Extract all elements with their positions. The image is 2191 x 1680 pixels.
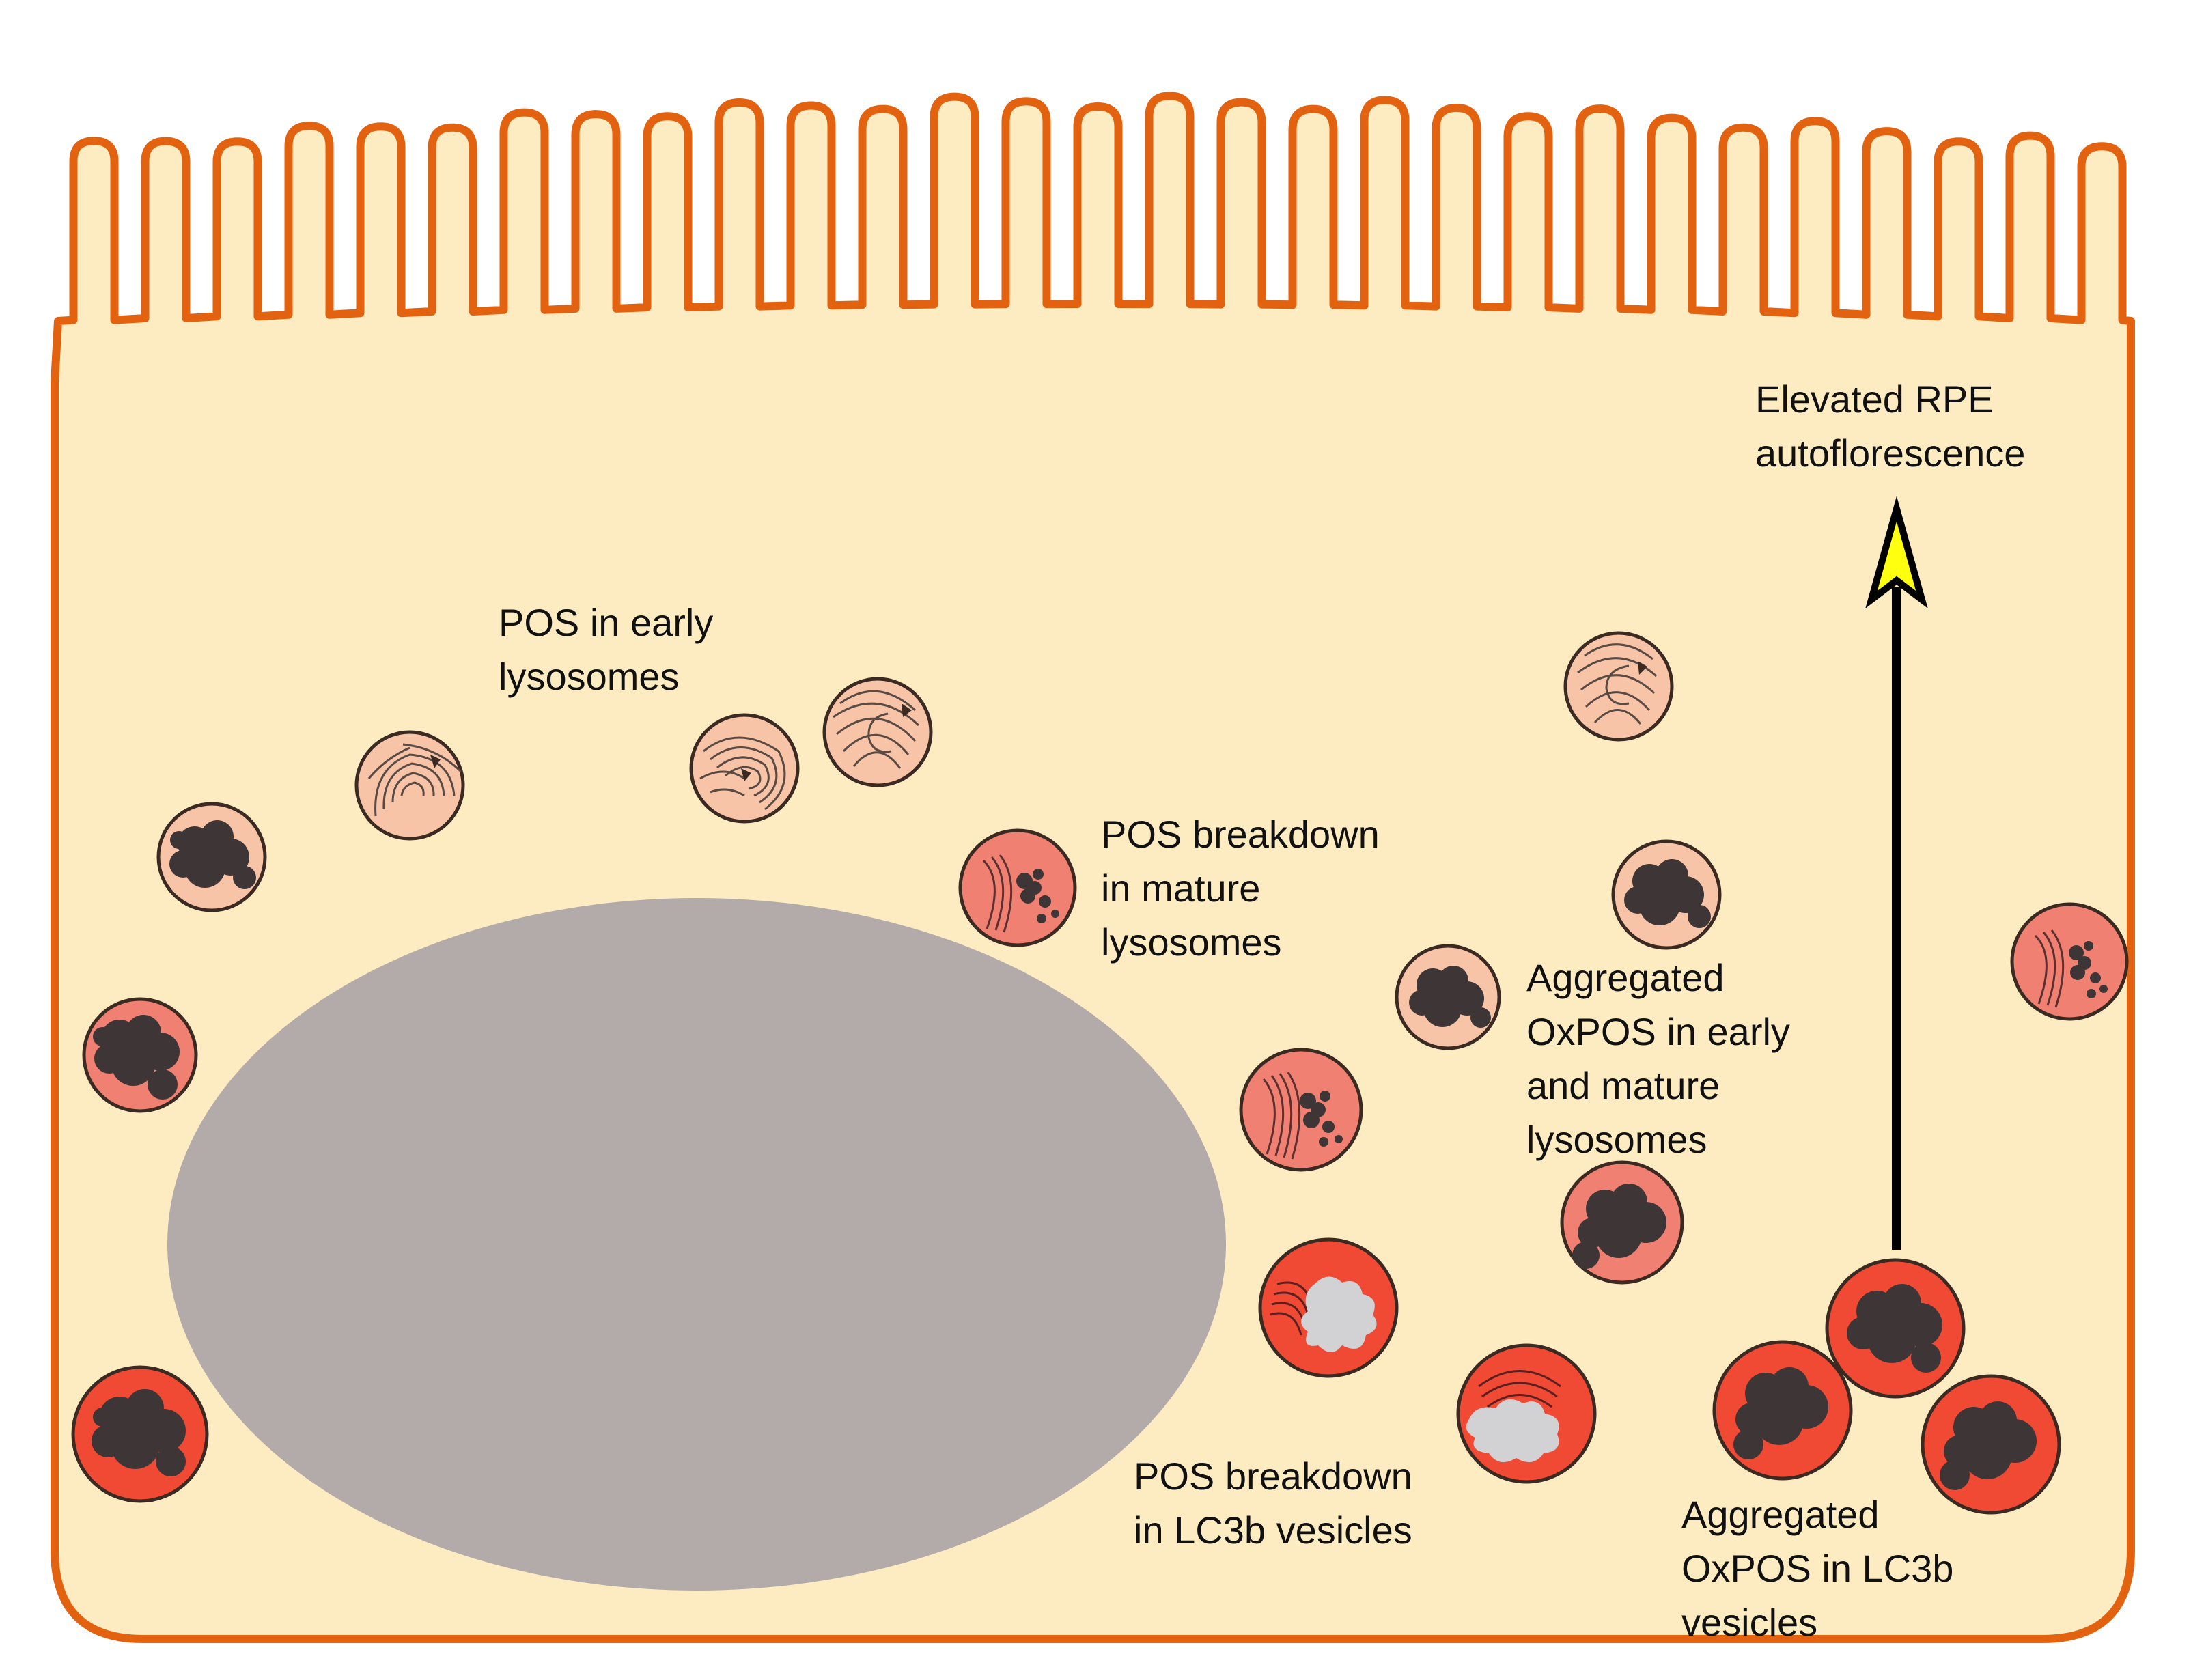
- lc3b-vesicle-pos: [1456, 1343, 1597, 1484]
- mature-lysosome-aggregate: [82, 997, 198, 1113]
- label-elevated-autofluorescence: Elevated RPE autoflorescence: [1755, 378, 2026, 475]
- nucleus: [167, 898, 1226, 1591]
- label-oxpos-early-mature: Aggregated OxPOS in early and mature lys…: [1526, 956, 1790, 1161]
- label-pos-breakdown-mature: POS breakdown in mature lysosomes: [1101, 813, 1380, 964]
- lc3b-vesicle-aggregate: [1825, 1258, 1966, 1399]
- early-lysosome-aggregate: [1395, 944, 1501, 1050]
- early-lysosome-pos: [822, 677, 933, 787]
- lc3b-vesicle-aggregate: [1921, 1374, 2061, 1515]
- label-pos-breakdown-lc3b: POS breakdown in LC3b vesicles: [1134, 1455, 1412, 1552]
- label-pos-early-lysosomes: POS in early lysosomes: [499, 601, 714, 698]
- autofluorescence-arrow: [1865, 496, 1928, 1250]
- lc3b-vesicle-aggregate: [1712, 1340, 1853, 1481]
- mature-lysosome-aggregate: [1560, 1160, 1684, 1285]
- early-lysosome-aggregate: [156, 802, 267, 912]
- early-lysosome-aggregate: [1611, 839, 1722, 950]
- mature-lysosome-pos: [958, 828, 1077, 947]
- early-lysosome-pos: [689, 713, 800, 824]
- label-oxpos-lc3b: Aggregated OxPOS in LC3b vesicles: [1681, 1493, 1954, 1644]
- early-lysosome-pos: [1563, 631, 1674, 742]
- mature-lysosome-pos: [1239, 1048, 1363, 1172]
- lc3b-vesicle-aggregate: [71, 1365, 209, 1503]
- mature-lysosome-pos: [2010, 902, 2129, 1021]
- early-lysosome-pos: [354, 730, 465, 841]
- lc3b-vesicle-pos: [1258, 1237, 1399, 1378]
